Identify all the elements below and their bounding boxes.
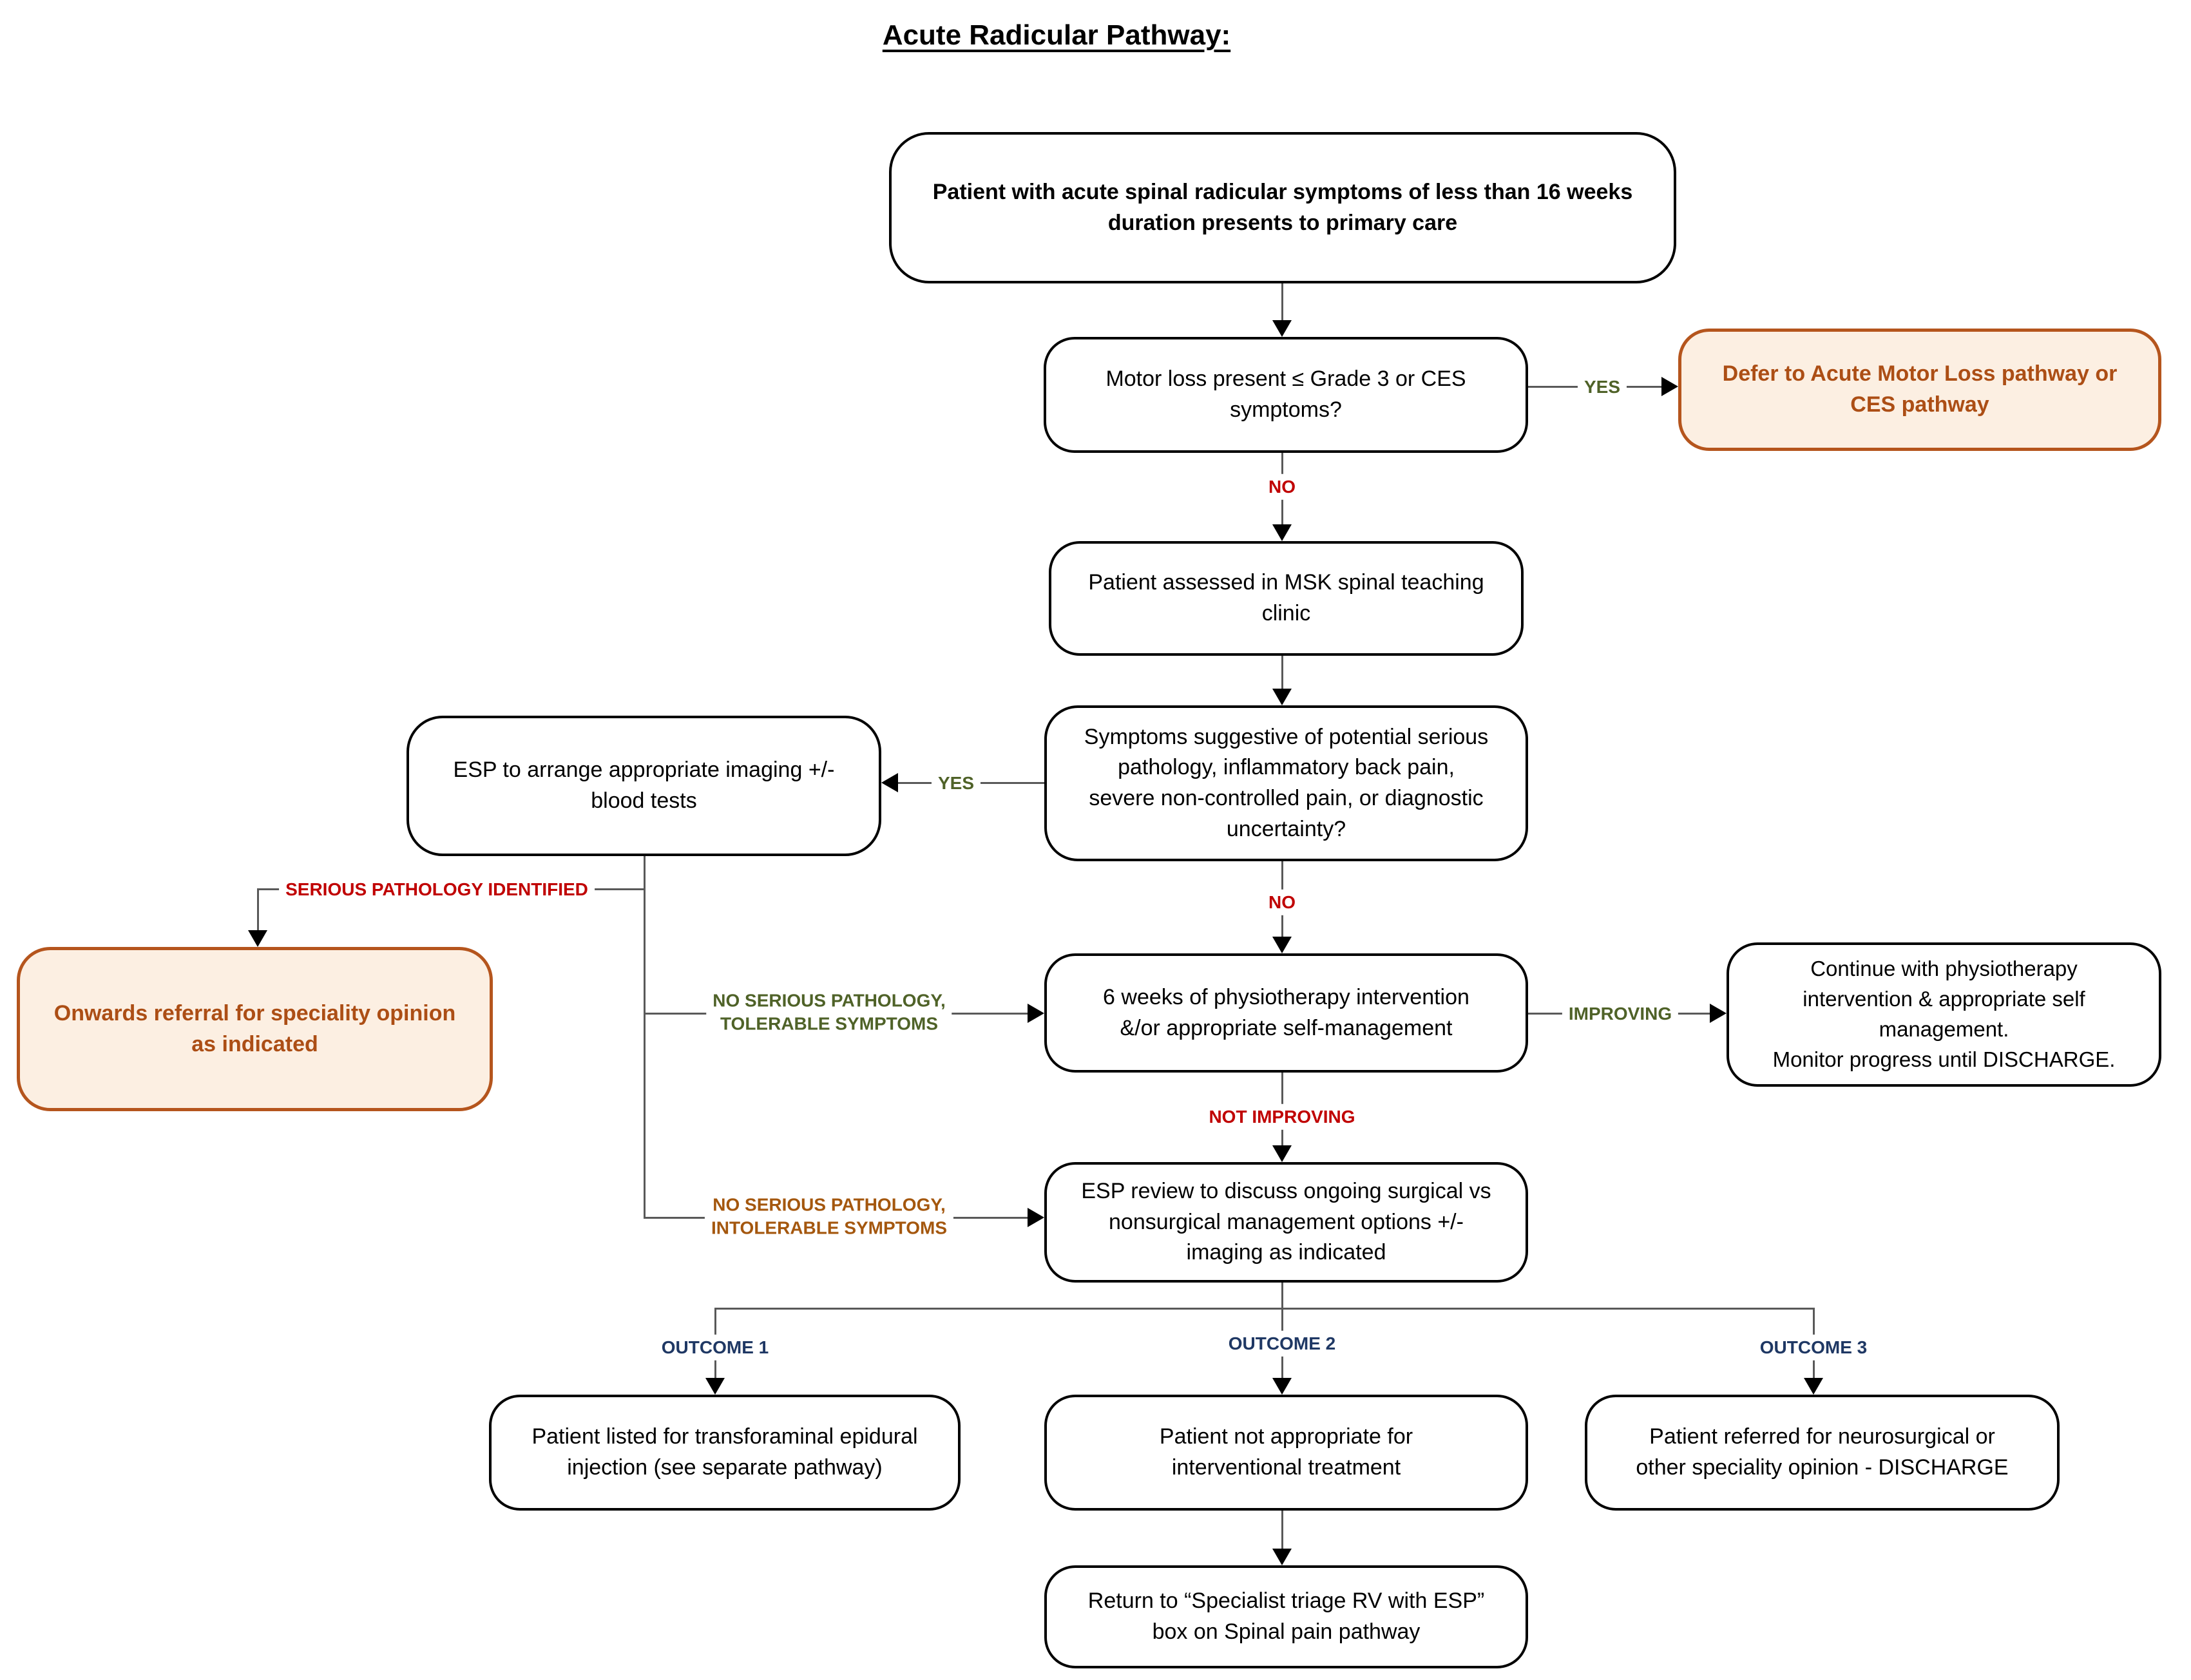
node-esp-imaging: ESP to arrange appropriate imaging +/- b…	[407, 716, 881, 856]
connector-review-distribution	[1281, 1283, 1283, 1310]
label-serious-pathology: SERIOUS PATHOLOGY IDENTIFIED	[279, 876, 595, 903]
node-outcome3-neurosurgical: Patient referred for neurosurgical or ot…	[1585, 1395, 2060, 1511]
node-esp-review: ESP review to discuss ongoing surgical v…	[1044, 1162, 1528, 1283]
connector-outcome2-return	[1281, 1511, 1283, 1551]
node-continue-line4: Monitor progress until DISCHARGE.	[1772, 1047, 2116, 1071]
node-onwards-referral: Onwards referral for speciality opinion …	[17, 947, 493, 1111]
node-esp-review-line2: nonsurgical management options +/-	[1109, 1209, 1464, 1234]
node-continue-line3: management.	[1879, 1017, 2009, 1041]
arrowhead-down-icon	[705, 1378, 725, 1395]
arrowhead-down-icon	[1272, 524, 1292, 541]
node-outcome2-line1: Patient not appropriate for	[1159, 1424, 1413, 1449]
page-title: Acute Radicular Pathway:	[882, 19, 1231, 51]
label-yes-symptoms: YES	[931, 770, 981, 797]
node-physio-line1: 6 weeks of physiotherapy intervention	[1103, 984, 1469, 1009]
arrowhead-right-icon	[1661, 377, 1678, 396]
label-no-motor: NO	[1262, 473, 1302, 501]
node-esp-review-line1: ESP review to discuss ongoing surgical v…	[1081, 1179, 1491, 1204]
arrowhead-left-icon	[881, 773, 898, 792]
node-physio-6-weeks: 6 weeks of physiotherapy intervention &/…	[1044, 953, 1528, 1073]
node-onwards-line1: Onwards referral for speciality opinion	[53, 1000, 456, 1026]
node-continue-physio: Continue with physiotherapy intervention…	[1727, 942, 2161, 1087]
label-intolerable: NO SERIOUS PATHOLOGY, INTOLERABLE SYMPTO…	[704, 1192, 954, 1242]
node-motor-loss-question: Motor loss present ≤ Grade 3 or CES symp…	[1044, 337, 1528, 453]
node-return-line1: Return to “Specialist triage RV with ESP…	[1087, 1589, 1485, 1614]
label-improving: IMPROVING	[1562, 1000, 1679, 1027]
arrowhead-right-icon	[1710, 1004, 1727, 1023]
label-not-improving: NOT IMPROVING	[1202, 1103, 1362, 1131]
node-outcome2-not-appropriate: Patient not appropriate for intervention…	[1044, 1395, 1528, 1511]
node-symptoms-line3: severe non-controlled pain, or diagnosti…	[1089, 786, 1484, 810]
node-outcome1-epidural: Patient listed for transforaminal epidur…	[489, 1395, 961, 1511]
node-outcome3-line2: other speciality opinion - DISCHARGE	[1636, 1455, 2009, 1480]
connector-distribution-line	[714, 1308, 1814, 1310]
node-continue-line2: intervention & appropriate self	[1803, 987, 2085, 1011]
node-defer-motor-loss-pathway: Defer to Acute Motor Loss pathway or CES…	[1678, 329, 2161, 451]
node-outcome1-line1: Patient listed for transforaminal epidur…	[531, 1424, 918, 1449]
node-symptoms-question: Symptoms suggestive of potential serious…	[1044, 705, 1528, 861]
node-outcome1-line2: injection (see separate pathway)	[567, 1455, 883, 1480]
label-no-symptoms: NO	[1262, 889, 1302, 916]
node-msk-line1: Patient assessed in MSK spinal teaching	[1088, 570, 1484, 595]
node-start-line1: Patient with acute spinal radicular symp…	[932, 179, 1633, 204]
node-physio-line2: &/or appropriate self-management	[1120, 1015, 1453, 1040]
node-return-line2: box on Spinal pain pathway	[1152, 1619, 1421, 1644]
connector-msk-symptoms	[1281, 656, 1283, 691]
node-continue-line1: Continue with physiotherapy	[1810, 957, 2078, 981]
node-symptoms-line2: pathology, inflammatory back pain,	[1118, 755, 1455, 780]
node-msk-clinic: Patient assessed in MSK spinal teaching …	[1049, 541, 1524, 656]
node-outcome2-line2: interventional treatment	[1171, 1455, 1401, 1480]
connector-esp-trunk	[644, 856, 646, 1219]
arrowhead-right-icon	[1028, 1208, 1044, 1227]
arrowhead-down-icon	[1272, 937, 1292, 953]
node-return-specialist-triage: Return to “Specialist triage RV with ESP…	[1044, 1565, 1528, 1668]
arrowhead-down-icon	[1804, 1378, 1823, 1395]
arrowhead-right-icon	[1028, 1004, 1044, 1023]
connector-start-motor	[1281, 283, 1283, 323]
node-motor-loss-line2: symptoms?	[1230, 397, 1342, 422]
node-symptoms-line4: uncertainty?	[1226, 816, 1346, 841]
node-defer-line1: Defer to Acute Motor Loss pathway or	[1722, 361, 2118, 387]
label-outcome3: OUTCOME 3	[1753, 1334, 1874, 1361]
arrowhead-down-icon	[1272, 1145, 1292, 1162]
label-outcome1: OUTCOME 1	[655, 1334, 776, 1361]
node-symptoms-line1: Symptoms suggestive of potential serious	[1084, 724, 1489, 749]
arrowhead-down-icon	[1272, 1378, 1292, 1395]
label-yes-motor: YES	[1577, 374, 1627, 401]
label-intolerable-line2: INTOLERABLE SYMPTOMS	[711, 1218, 948, 1238]
label-intolerable-line1: NO SERIOUS PATHOLOGY,	[713, 1194, 946, 1215]
label-tolerable-line2: TOLERABLE SYMPTOMS	[720, 1014, 939, 1034]
node-esp-review-line3: imaging as indicated	[1186, 1240, 1386, 1265]
node-start: Patient with acute spinal radicular symp…	[889, 132, 1676, 283]
node-outcome3-line1: Patient referred for neurosurgical or	[1649, 1424, 1995, 1449]
label-tolerable-line1: NO SERIOUS PATHOLOGY,	[713, 990, 946, 1011]
arrowhead-down-icon	[1272, 320, 1292, 337]
node-esp-imaging-line2: blood tests	[591, 788, 697, 813]
arrowhead-down-icon	[248, 930, 267, 947]
label-outcome2: OUTCOME 2	[1221, 1330, 1343, 1357]
node-motor-loss-line1: Motor loss present ≤ Grade 3 or CES	[1105, 367, 1466, 392]
connector-serious-drop	[257, 888, 259, 931]
node-esp-imaging-line1: ESP to arrange appropriate imaging +/-	[453, 758, 835, 783]
node-start-line2: duration presents to primary care	[1107, 210, 1458, 235]
node-msk-line2: clinic	[1261, 601, 1311, 625]
node-onwards-line2: as indicated	[191, 1031, 318, 1056]
label-tolerable: NO SERIOUS PATHOLOGY, TOLERABLE SYMPTOMS	[706, 988, 952, 1038]
arrowhead-down-icon	[1272, 689, 1292, 705]
arrowhead-down-icon	[1272, 1549, 1292, 1565]
node-defer-line2: CES pathway	[1850, 392, 1989, 417]
